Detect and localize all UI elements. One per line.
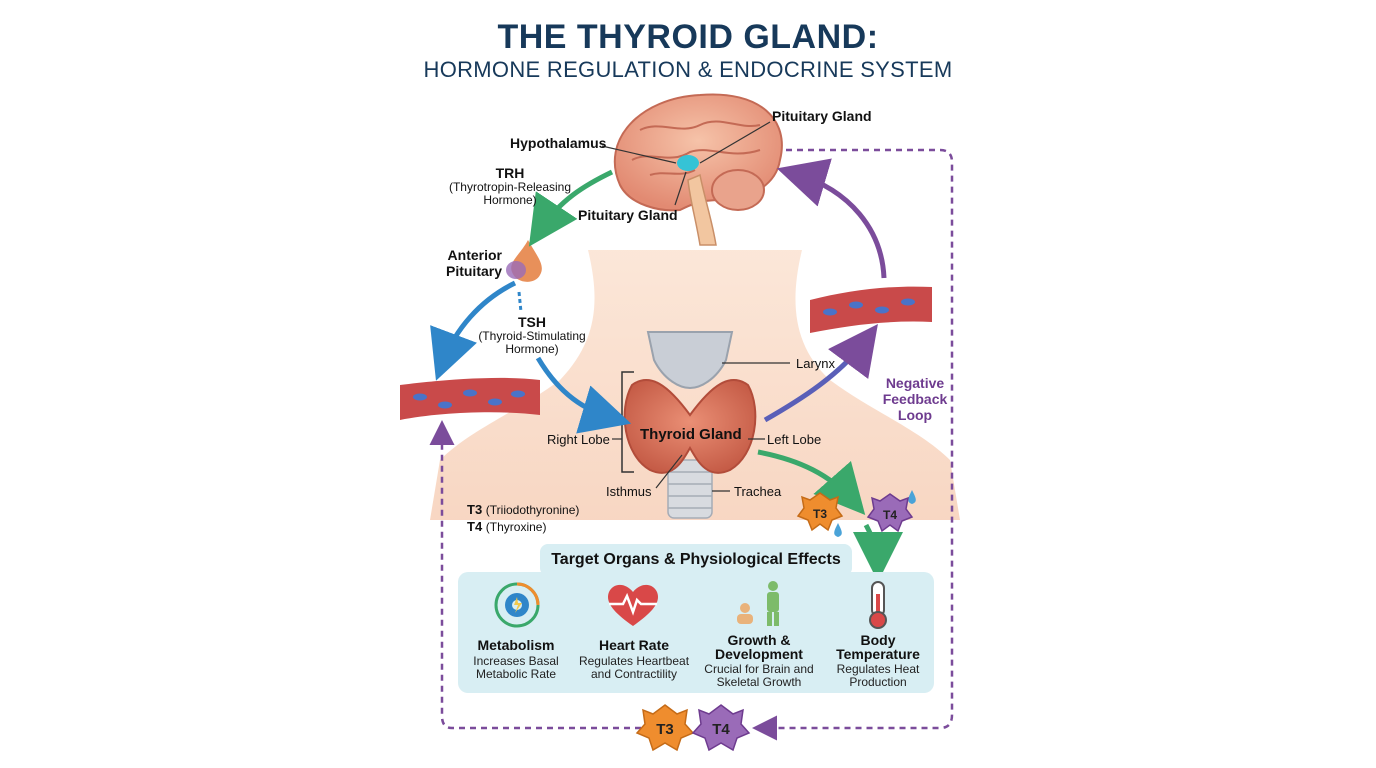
effect-heart-rate: Heart Rate Regulates Heartbeat and Contr… [574,630,694,681]
negative-feedback-loop [752,148,954,741]
effect-name: Body Temperature [836,632,920,662]
effect-name: Growth & Development [715,632,803,662]
t3-badge-bottom-label: T3 [656,721,674,738]
pituitary-gland-label-top: Pituitary Gland [772,108,872,124]
effects-panel [458,572,934,693]
growth-figures-icon [737,581,779,626]
blood-vessel-left-icon [400,377,540,420]
t3-full: (Triiodothyronine) [485,503,580,517]
hypothalamus-label: Hypothalamus [510,135,607,151]
tsh-arrow-to-vessel [430,280,517,381]
droplet-icon [908,490,916,504]
tsh-label: TSH [518,314,546,330]
larynx-label: Larynx [796,356,836,371]
feedback-arrow-to-brain [776,158,887,279]
t4-badge-bottom: T4 [691,704,751,752]
t3-abbr: T3 [467,502,483,517]
trh-label: TRH [495,165,525,181]
t4-badge-right-label: T4 [883,508,897,522]
page-title: THE THYROID GLAND: [497,18,879,56]
t4-abbr: T4 [467,519,483,534]
isthmus-label: Isthmus [606,484,652,499]
t3-badge-right: T3 [796,492,844,532]
tsh-full-label: (Thyroid-Stimulating Hormone) [478,329,586,356]
trachea-icon [667,459,713,519]
page-subtitle: HORMONE REGULATION & ENDOCRINE SYSTEM [423,57,953,82]
effect-desc: Increases Basal Metabolic Rate [473,654,559,681]
anterior-pituitary-icon [506,240,542,282]
blood-vessel-right-icon [810,286,932,333]
t4-badge-right: T4 [866,493,914,533]
larynx-icon [646,331,734,390]
effects-panel-title: Target Organs & Physiological Effects [540,544,852,576]
trachea-label: Trachea [734,484,782,499]
tsh-arrow-to-thyroid [535,356,632,434]
feedback-loop-left [429,420,652,730]
t3-badge-right-label: T3 [813,507,827,521]
right-lobe-label: Right Lobe [547,432,610,447]
effect-body-temperature: Body Temperature Regulates Heat Producti… [818,630,938,689]
brain-icon [613,93,783,246]
effect-growth: Growth & Development Crucial for Brain a… [699,630,819,689]
t3-legend: T3 (Triiodothyronine) [467,502,579,517]
heart-pulse-icon [608,584,658,626]
trh-arrow [528,169,614,247]
effect-name: Metabolism [477,637,555,653]
effect-desc: Regulates Heartbeat and Contractility [578,654,690,681]
hormone-release-arrow [757,449,866,516]
hormone-to-organs-arrow [852,523,903,582]
thyroid-gland-label: Thyroid Gland [640,426,742,443]
anterior-pituitary-label: Anterior Pituitary [445,247,502,279]
effect-desc: Crucial for Brain and Skeletal Growth [704,662,814,689]
t3-badge-bottom: T3 [635,704,695,752]
pituitary-gland-label-mid: Pituitary Gland [578,207,678,223]
left-lobe-label: Left Lobe [767,432,822,447]
thyroid-gland-icon [623,379,757,474]
thyroid-to-vessel-arrow [763,323,878,423]
t4-full: (Thyroxine) [485,520,547,534]
effect-desc: Regulates Heat Production [836,662,920,689]
trh-full-label: (Thyrotropin-Releasing Hormone) [448,180,572,207]
t4-legend: T4 (Thyroxine) [467,519,546,534]
droplet-icon [834,523,842,537]
effect-name: Heart Rate [598,637,670,653]
t4-badge-bottom-label: T4 [712,721,730,738]
negative-feedback-label: Negative Feedback Loop [882,375,948,423]
gear-cycle-icon [494,582,540,628]
thermometer-icon [869,581,887,629]
effect-metabolism: Metabolism Increases Basal Metabolic Rat… [456,630,576,681]
